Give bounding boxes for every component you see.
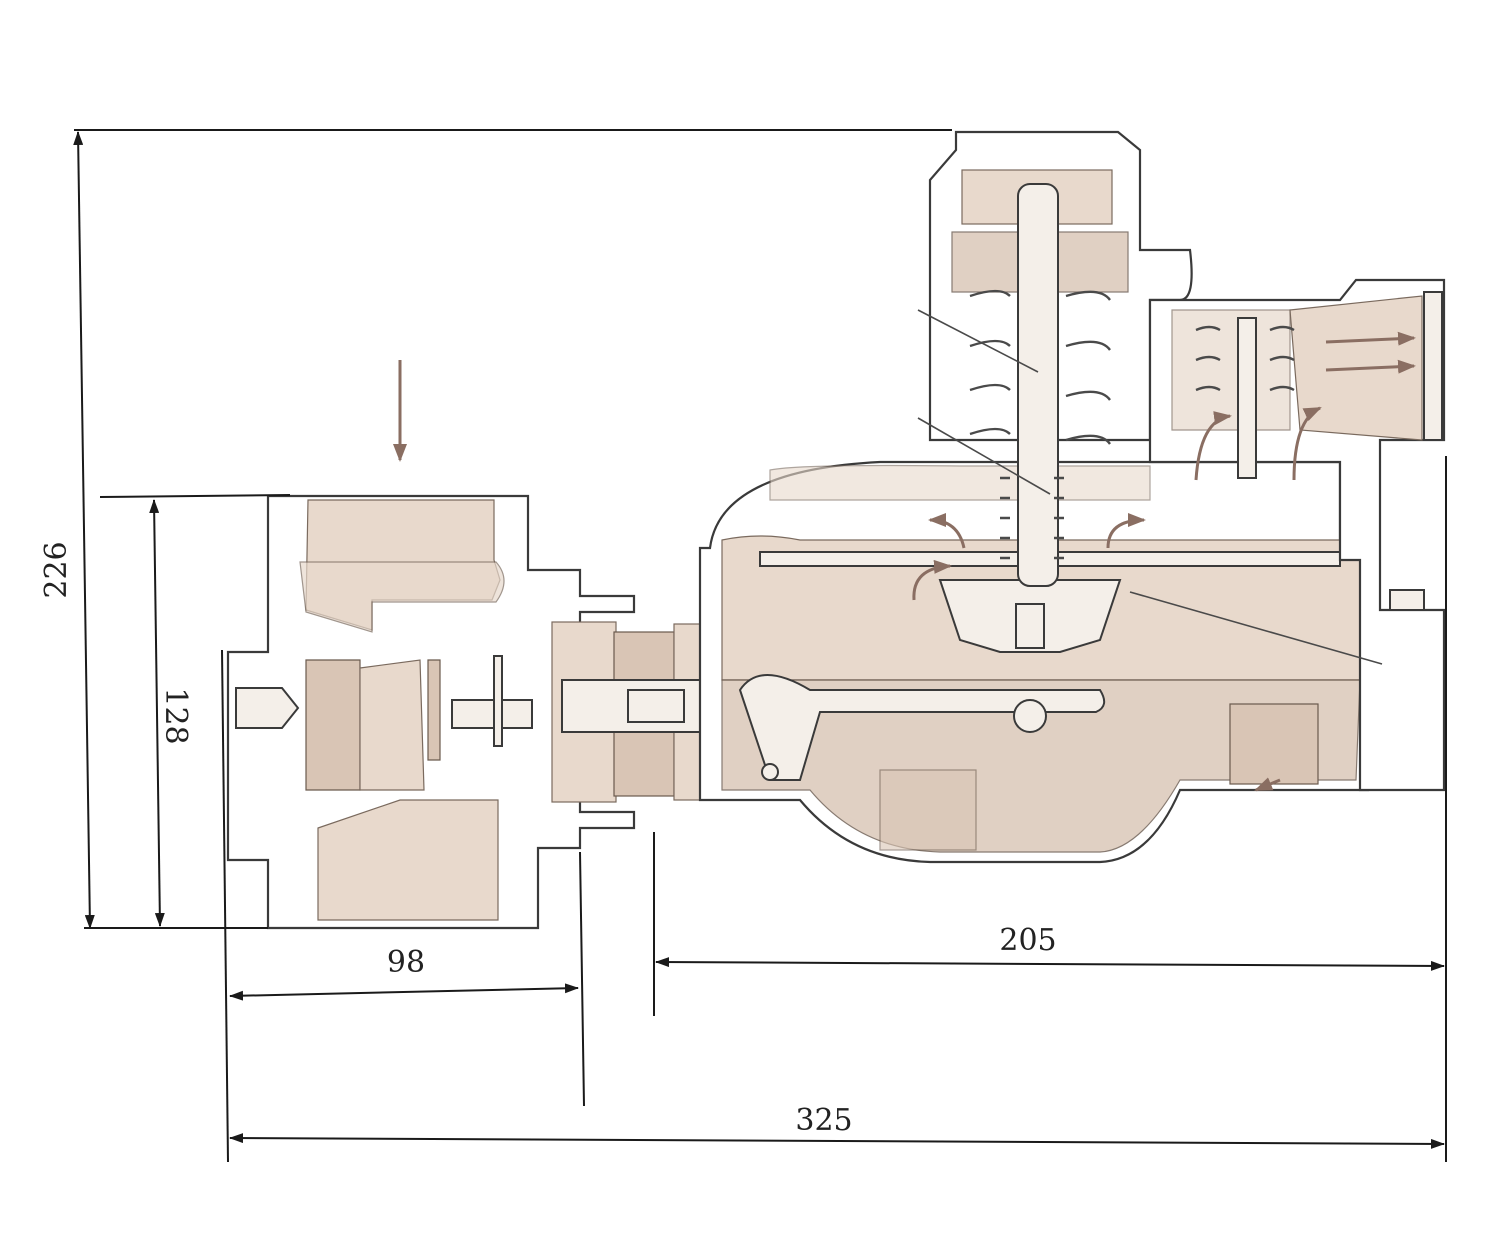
inner-spring — [1000, 476, 1064, 560]
ext-flange-x — [579, 851, 585, 1107]
inlet-body — [226, 494, 636, 930]
bottom-flow-arrow — [1254, 777, 1281, 792]
dim-98-line — [229, 983, 579, 1001]
dim-325-label: 325 — [795, 1103, 852, 1138]
diaphragm-housing — [698, 460, 1370, 864]
dim-128-label: 128 — [158, 687, 193, 744]
flow-arrows — [393, 331, 1416, 792]
ext-inlet-top — [99, 494, 291, 498]
diaphragm-flow-arrow-left — [912, 559, 952, 601]
relief-flow-arrow-right — [1292, 406, 1322, 481]
outlet-section — [1148, 278, 1446, 792]
main-spring — [969, 289, 1111, 445]
dim-325-line — [229, 1133, 1445, 1149]
dim-226-line — [73, 131, 95, 929]
dim-205-line — [655, 957, 1445, 971]
dim-226-label: 226 — [39, 541, 74, 598]
chamber-flow-arrow-right — [1106, 513, 1146, 549]
spring-bonnet — [928, 130, 1193, 587]
outlet-flow-arrow-upper — [1325, 331, 1416, 346]
relief-spring — [1195, 325, 1295, 392]
dim-98-label: 98 — [387, 945, 425, 980]
chamber-flow-arrow-left — [928, 513, 966, 549]
dim-205-label: 205 — [999, 923, 1056, 958]
regulator-body — [226, 130, 1446, 930]
dim-128-line — [149, 499, 165, 927]
ext-left-x — [221, 649, 229, 1163]
relief-flow-arrow-left — [1194, 411, 1232, 481]
leader-lines — [917, 309, 1383, 665]
dimension-lines — [73, 129, 1447, 1163]
outlet-flow-arrow-lower — [1325, 359, 1416, 374]
dimension-labels: 226 128 98 205 325 — [39, 541, 1057, 1138]
